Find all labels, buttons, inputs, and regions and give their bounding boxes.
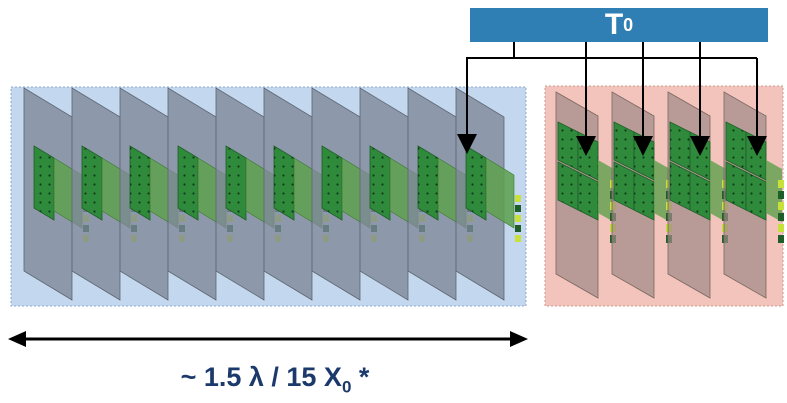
sensor-pad-dots xyxy=(466,146,486,220)
sensor-pad-dots xyxy=(322,146,342,220)
sensor-pad-dots xyxy=(130,146,150,220)
dimension-label-subscript: 0 xyxy=(341,377,352,397)
timing-tile-dots xyxy=(690,172,710,220)
connector-segment xyxy=(515,205,521,212)
timing-tile-dots xyxy=(670,162,690,210)
connector-segment xyxy=(515,195,521,202)
connector-segment xyxy=(515,215,521,222)
timing-tile-dots xyxy=(670,122,690,170)
connector-segment xyxy=(778,180,784,188)
timing-tile-dots xyxy=(558,122,578,170)
dimension-label-text: ~ 1.5 λ / 15 X xyxy=(180,362,342,392)
down-arrow-icon xyxy=(457,42,515,154)
timing-layers xyxy=(555,91,784,299)
sensor-pad-dots xyxy=(226,146,246,220)
sensor-pad-dots xyxy=(370,146,390,220)
readout-board xyxy=(485,157,515,229)
timing-tile-dots xyxy=(578,172,598,220)
sensor-pad-dots xyxy=(274,146,294,220)
timing-tile-dots xyxy=(726,122,746,170)
sensor-pad-dots xyxy=(82,146,102,220)
timing-tile-dots xyxy=(634,172,654,220)
connector-segment xyxy=(778,191,784,199)
timing-connector xyxy=(457,42,767,156)
absorber-layers xyxy=(23,87,521,301)
timing-tile-dots xyxy=(726,162,746,210)
absorber-layer xyxy=(23,87,89,301)
connector-segment xyxy=(778,235,784,243)
dimension-label: ~ 1.5 λ / 15 X0 * xyxy=(0,362,550,397)
connector-segment xyxy=(778,202,784,210)
absorber-layer xyxy=(71,87,137,301)
timing-tile-dots xyxy=(614,162,634,210)
timing-tile-dots xyxy=(558,162,578,210)
dimension-label-suffix: * xyxy=(351,362,370,392)
sensor-pad-dots xyxy=(418,146,438,220)
sensor-pad-dots xyxy=(34,146,54,220)
connector-segment xyxy=(515,225,521,232)
connector-segment xyxy=(778,224,784,232)
absorber-layer xyxy=(215,87,281,301)
connector-segment xyxy=(778,213,784,221)
sensor-pad-dots xyxy=(178,146,198,220)
timing-tile-dots xyxy=(614,122,634,170)
timing-tile-dots xyxy=(746,172,766,220)
timing-bar xyxy=(470,8,768,42)
double-headed-arrow-icon xyxy=(8,331,528,347)
connector-segment xyxy=(515,235,521,242)
